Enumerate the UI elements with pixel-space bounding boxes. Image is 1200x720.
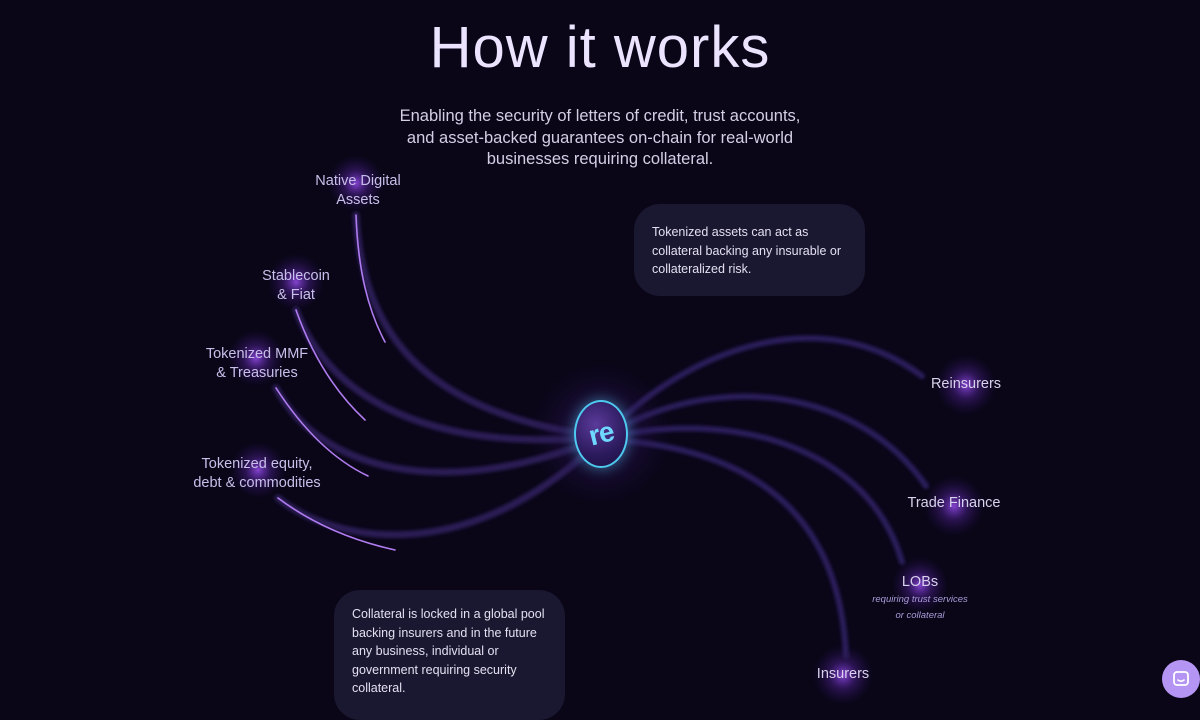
node-glow-trade-finance xyxy=(924,476,984,536)
node-label-line: Native Digital xyxy=(315,173,401,189)
flow-line-stablecoin xyxy=(292,306,594,444)
node-label-line: debt & commodities xyxy=(193,475,321,491)
node-label-line: Insurers xyxy=(816,666,870,682)
node-label-line: & Fiat xyxy=(277,287,315,303)
flow-line-insurers xyxy=(611,437,849,659)
node-label-line: Assets xyxy=(336,192,380,208)
flow-line-trade-finance xyxy=(609,393,929,489)
node-trade-finance: Trade Finance xyxy=(908,494,1001,513)
flow-line-native-digital xyxy=(352,211,594,439)
info-card-text: Collateral is locked in a global pool ba… xyxy=(352,607,545,696)
node-stablecoin-fiat: Stablecoin & Fiat xyxy=(262,267,330,305)
info-card-tokenized-assets: Tokenized assets can act as collateral b… xyxy=(634,204,865,296)
node-tokenized-mmf: Tokenized MMF & Treasuries xyxy=(206,345,308,383)
node-label-line: LOBs xyxy=(901,574,939,590)
flow-line-tokenized-equity-highlight xyxy=(277,497,396,551)
node-label-line: Trade Finance xyxy=(907,495,1001,511)
node-glow-native-digital xyxy=(328,155,384,211)
info-card-text: Tokenized assets can act as collateral b… xyxy=(652,225,841,277)
node-glow-tokenized-mmf xyxy=(228,330,284,386)
page-subtitle: Enabling the security of letters of cred… xyxy=(399,107,801,168)
node-glow-insurers xyxy=(813,645,873,703)
node-reinsurers: Reinsurers xyxy=(931,375,1001,394)
node-insurers: Insurers xyxy=(817,665,869,684)
node-glow-tokenized-equity xyxy=(230,442,286,498)
page-title: How it works xyxy=(429,15,771,80)
node-label-line: Tokenized equity, xyxy=(201,456,313,472)
node-glow-stablecoin xyxy=(268,254,324,310)
node-lobs: LOBs requiring trust services or collate… xyxy=(872,573,968,624)
node-native-digital-assets: Native Digital Assets xyxy=(315,172,400,210)
flow-line-lobs xyxy=(611,425,905,565)
flow-line-native-digital-highlight xyxy=(355,214,386,343)
node-label-line: & Treasuries xyxy=(216,365,298,381)
node-glow-reinsurers xyxy=(936,355,996,415)
chat-launcher-button[interactable] xyxy=(1162,660,1200,698)
flow-line-reinsurers xyxy=(609,335,925,431)
flow-line-tokenized-mmf-highlight xyxy=(275,387,369,477)
node-label-line: Tokenized MMF xyxy=(205,346,309,362)
info-card-collateral-pool: Collateral is locked in a global pool ba… xyxy=(334,590,565,720)
node-tokenized-equity: Tokenized equity, debt & commodities xyxy=(193,455,320,493)
node-sub-line: or collateral xyxy=(895,610,945,621)
node-label-line: Stablecoin xyxy=(262,268,330,284)
chat-bubble-icon xyxy=(1173,671,1189,686)
node-sub-line: requiring trust services xyxy=(872,594,968,605)
node-label-line: Reinsurers xyxy=(930,376,1002,392)
node-glow-lobs xyxy=(892,557,948,613)
re-logo-icon: re xyxy=(574,400,628,468)
flow-line-stablecoin-highlight xyxy=(295,309,366,421)
collateral-flow-diagram xyxy=(228,155,996,703)
hub-logo-text: re xyxy=(585,415,617,452)
